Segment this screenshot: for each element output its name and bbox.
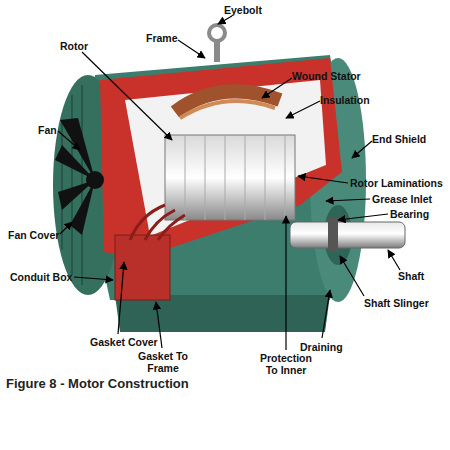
rotor <box>165 135 295 220</box>
leader-line <box>58 16 400 350</box>
rotor-laminations <box>185 135 285 220</box>
stator-winding <box>180 101 275 118</box>
part-label: Eyebolt <box>224 4 262 16</box>
shaft <box>290 222 405 248</box>
part-label: Gasket To Frame <box>138 350 188 374</box>
part-label: Fan <box>38 124 57 136</box>
part-label: Draining <box>300 341 343 353</box>
fan-cover-grille <box>62 85 82 285</box>
part-label: Rotor Laminations <box>350 177 443 189</box>
part-label: Frame <box>146 32 178 44</box>
part-label: End Shield <box>372 133 426 145</box>
part-label: Conduit Box <box>10 271 72 283</box>
shaft-slinger <box>328 218 338 252</box>
part-label: Protection To Inner <box>254 352 318 376</box>
lead-wires <box>130 205 185 240</box>
part-label: Insulation <box>320 94 370 106</box>
part-label: Shaft Slinger <box>364 297 429 309</box>
stator-interior <box>125 80 326 236</box>
figure-caption: Figure 8 - Motor Construction <box>6 376 189 391</box>
part-label: Bearing <box>390 208 429 220</box>
eyebolt <box>214 40 220 62</box>
fan <box>55 118 104 235</box>
motor-base <box>115 295 330 332</box>
part-label: Rotor <box>60 40 88 52</box>
part-label: Wound Stator <box>292 70 361 82</box>
part-label: Gasket Cover <box>90 336 158 348</box>
part-label: Fan Cover <box>8 229 59 241</box>
part-label: Shaft <box>398 270 424 282</box>
part-label: Grease Inlet <box>372 193 432 205</box>
eyebolt <box>209 25 225 41</box>
